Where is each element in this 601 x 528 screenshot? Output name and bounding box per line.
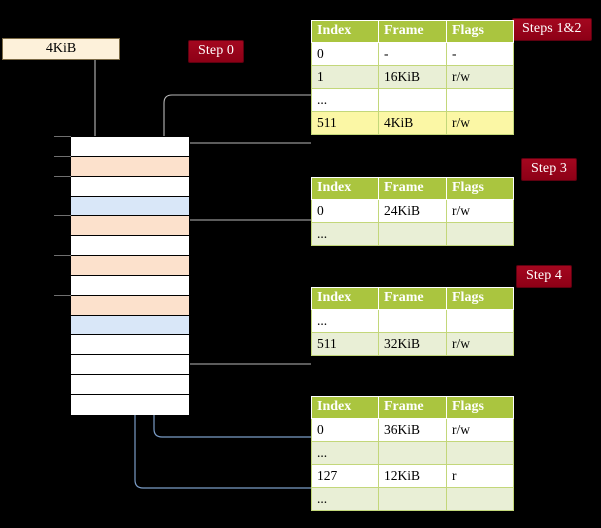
cell-flags xyxy=(446,222,514,247)
cell-flags xyxy=(446,441,514,466)
table-row: ... xyxy=(311,222,514,247)
memory-row-tick xyxy=(54,294,71,296)
memory-frame-row xyxy=(71,196,189,217)
column-header-flags: Flags xyxy=(446,395,514,420)
cell-index: 0 xyxy=(311,42,379,67)
cell-index: ... xyxy=(311,487,379,512)
cell-frame xyxy=(378,222,447,247)
badge-step-3: Step 3 xyxy=(521,158,577,181)
cell-flags: - xyxy=(446,42,514,67)
memory-row-tick xyxy=(54,136,71,137)
column-header-frame: Frame xyxy=(378,19,447,44)
cell-index: 0 xyxy=(311,418,379,443)
column-header-index: Index xyxy=(311,395,379,420)
cell-frame: 16KiB xyxy=(378,65,447,90)
memory-frame-row xyxy=(54,175,189,197)
wire-l3-out xyxy=(176,219,311,252)
memory-frame-row xyxy=(71,315,189,336)
cell-flags: r/w xyxy=(446,111,514,136)
column-header-flags: Flags xyxy=(446,286,514,311)
physical-memory-column xyxy=(54,136,190,415)
memory-frame-row xyxy=(54,255,189,276)
memory-frame-row xyxy=(71,275,189,296)
memory-row-tick xyxy=(54,175,71,177)
memory-frame-row xyxy=(71,355,189,376)
memory-row-tick xyxy=(54,155,71,157)
column-header-frame: Frame xyxy=(378,176,447,201)
column-header-index: Index xyxy=(311,286,379,311)
memory-frame-row xyxy=(54,215,189,237)
cell-frame: 4KiB xyxy=(378,111,447,136)
table-row: 0-- xyxy=(311,42,514,67)
memory-frame-row xyxy=(54,294,189,316)
memory-frame-row xyxy=(71,394,189,415)
memory-frame-row xyxy=(54,155,189,177)
cell-flags xyxy=(446,309,514,334)
column-header-flags: Flags xyxy=(446,19,514,44)
cell-flags: r xyxy=(446,464,514,489)
cell-flags xyxy=(446,487,514,512)
table-row: ... xyxy=(311,88,514,113)
cell-flags xyxy=(446,88,514,113)
memory-frame-row xyxy=(71,335,189,356)
cell-flags: r/w xyxy=(446,418,514,443)
memory-frame-row xyxy=(71,375,189,395)
cell-index: ... xyxy=(311,88,379,113)
cell-frame: - xyxy=(378,42,447,67)
cell-index: 511 xyxy=(311,111,379,136)
cell-index: 1 xyxy=(311,65,379,90)
cell-frame: 12KiB xyxy=(378,464,447,489)
memory-frame-row xyxy=(54,136,189,157)
cell-flags: r/w xyxy=(446,332,514,357)
badge-steps-1-2: Steps 1&2 xyxy=(512,18,592,41)
table-row: ... xyxy=(311,441,514,466)
column-header-frame: Frame xyxy=(378,395,447,420)
cell-index: 0 xyxy=(311,199,379,224)
badge-step-4: Step 4 xyxy=(516,265,572,288)
cell-frame xyxy=(378,309,447,334)
source-frame-box: 4KiB xyxy=(2,38,120,60)
cell-index: ... xyxy=(311,441,379,466)
table-row: ... xyxy=(311,487,514,512)
cell-frame xyxy=(378,441,447,466)
cell-frame xyxy=(378,88,447,113)
column-header-index: Index xyxy=(311,19,379,44)
cell-index: ... xyxy=(311,222,379,247)
cell-flags: r/w xyxy=(446,199,514,224)
memory-frame-row xyxy=(71,236,189,257)
cell-frame: 24KiB xyxy=(378,199,447,224)
cell-frame: 32KiB xyxy=(378,332,447,357)
memory-row-tick xyxy=(54,215,71,217)
cell-index: 127 xyxy=(311,464,379,489)
cell-frame: 36KiB xyxy=(378,418,447,443)
wire-l4-out-a xyxy=(171,142,311,152)
memory-row-tick xyxy=(54,255,71,257)
column-header-index: Index xyxy=(311,176,379,201)
table-row: ... xyxy=(311,309,514,334)
cell-index: 511 xyxy=(311,332,379,357)
wire-l2-out xyxy=(171,296,311,365)
column-header-frame: Frame xyxy=(378,286,447,311)
badge-step-0: Step 0 xyxy=(188,40,244,63)
cell-flags: r/w xyxy=(446,65,514,90)
cell-frame xyxy=(378,487,447,512)
column-header-flags: Flags xyxy=(446,176,514,201)
cell-index: ... xyxy=(311,309,379,334)
